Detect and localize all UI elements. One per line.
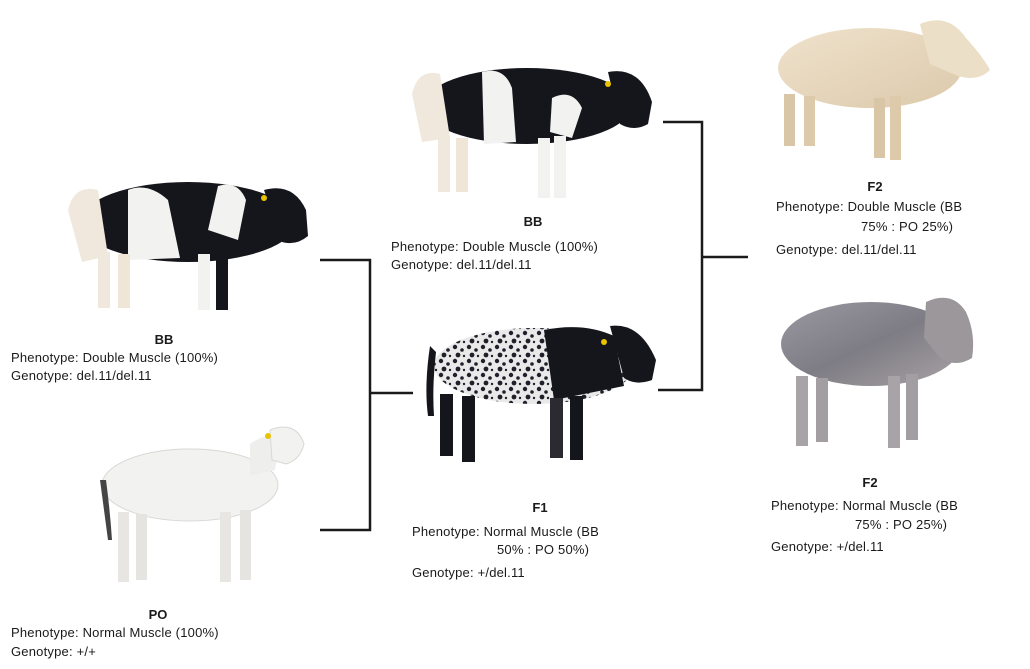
f2-double-muscle-cow-image [778,20,990,160]
bb-backcross-title: BB [508,213,558,230]
bb-backcross-genotype: Genotype: del.11/del.11 [391,256,532,273]
f1-phenotype-line1: Phenotype: Normal Muscle (BB [412,523,599,540]
f2-normal-phenotype-line2: 75% : PO 25%) [855,516,947,533]
bb-parent-title: BB [139,331,189,348]
f1-title: F1 [515,499,565,516]
po-parent-phenotype: Phenotype: Normal Muscle (100%) [11,624,219,641]
po-parent-genotype: Genotype: +/+ [11,643,96,660]
bb-backcross-phenotype: Phenotype: Double Muscle (100%) [391,238,598,255]
connector-backcross [658,122,702,390]
f1-genotype: Genotype: +/del.11 [412,564,525,581]
f2-normal-phenotype-line1: Phenotype: Normal Muscle (BB [771,497,958,514]
f2-normal-muscle-cow-image [781,298,973,448]
f1-cow-image [426,326,656,462]
bb-backcross-cow-image [412,68,652,198]
po-parent-cow-image [100,427,304,582]
f2-normal-title: F2 [845,474,895,491]
f2-double-phenotype-line1: Phenotype: Double Muscle (BB [776,198,962,215]
bb-parent-cow-image [68,182,308,310]
f2-normal-genotype: Genotype: +/del.11 [771,538,884,555]
bb-parent-genotype: Genotype: del.11/del.11 [11,367,152,384]
connectors [320,122,748,530]
po-parent-title: PO [133,606,183,623]
connector-bb-parent [320,260,370,530]
f1-phenotype-line2: 50% : PO 50%) [497,541,589,558]
f2-double-phenotype-line2: 75% : PO 25%) [861,218,953,235]
f2-double-genotype: Genotype: del.11/del.11 [776,241,917,258]
f2-double-title: F2 [850,178,900,195]
bb-parent-phenotype: Phenotype: Double Muscle (100%) [11,349,218,366]
